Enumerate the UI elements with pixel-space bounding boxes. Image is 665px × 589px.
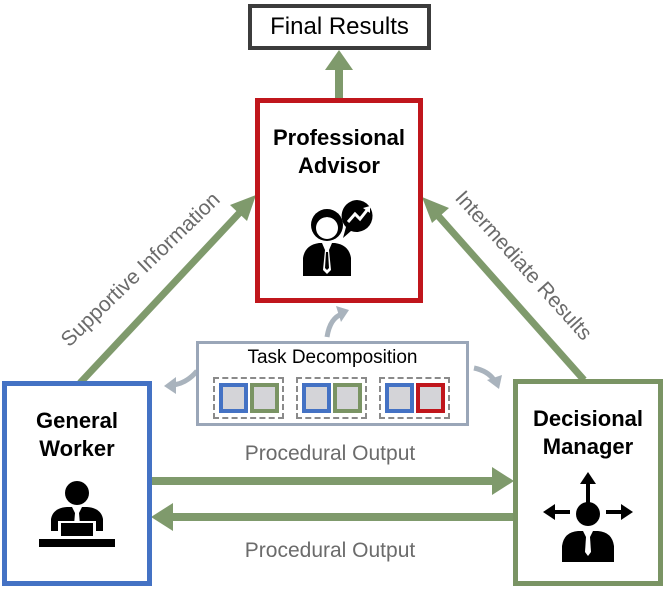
- decisional-manager-box: Decisional Manager: [513, 379, 663, 586]
- curved-arrow-to-manager: [473, 365, 502, 389]
- task-worker-3: [385, 383, 414, 413]
- task-manager-2: [333, 383, 362, 413]
- task-group-2: [296, 377, 367, 419]
- task-group-1: [213, 377, 284, 419]
- general-worker-title-line1: General: [36, 408, 118, 433]
- arrow-advisor-to-final: [325, 50, 353, 99]
- task-worker-2: [302, 383, 331, 413]
- procedural-output-bottom-label: Procedural Output: [244, 539, 416, 562]
- task-decomposition-panel: Task Decomposition: [196, 341, 469, 426]
- worker-at-laptop-icon: [39, 481, 115, 547]
- final-results-box: Final Results: [248, 4, 431, 50]
- professional-advisor-box: Professional Advisor: [255, 98, 423, 303]
- arrow-worker-to-manager: [151, 467, 514, 495]
- professional-advisor-title-line1: Professional: [272, 125, 406, 150]
- advisor-person-chat-icon: [303, 200, 373, 276]
- general-worker-box: General Worker: [2, 381, 152, 586]
- final-results-label: Final Results: [270, 13, 409, 40]
- task-group-3: [379, 377, 450, 419]
- arrow-manager-to-worker: [151, 503, 514, 531]
- decisional-manager-title-line2: Manager: [542, 434, 634, 459]
- general-worker-title-line2: Worker: [39, 436, 115, 461]
- task-worker-1: [219, 383, 248, 413]
- procedural-output-top-label: Procedural Output: [244, 442, 416, 465]
- task-decomposition-label: Task Decomposition: [247, 347, 418, 368]
- task-manager-1: [250, 383, 279, 413]
- arrow-intermediate-results: [422, 197, 587, 383]
- manager-decision-arrows-icon: [543, 472, 633, 562]
- professional-advisor-title-line2: Advisor: [298, 153, 380, 178]
- decisional-manager-title-line1: Decisional: [532, 406, 644, 431]
- arrow-supportive-information: [77, 195, 256, 386]
- task-advisor-3: [416, 383, 445, 413]
- curved-arrow-to-worker: [164, 369, 199, 394]
- curved-arrow-to-advisor: [324, 306, 349, 338]
